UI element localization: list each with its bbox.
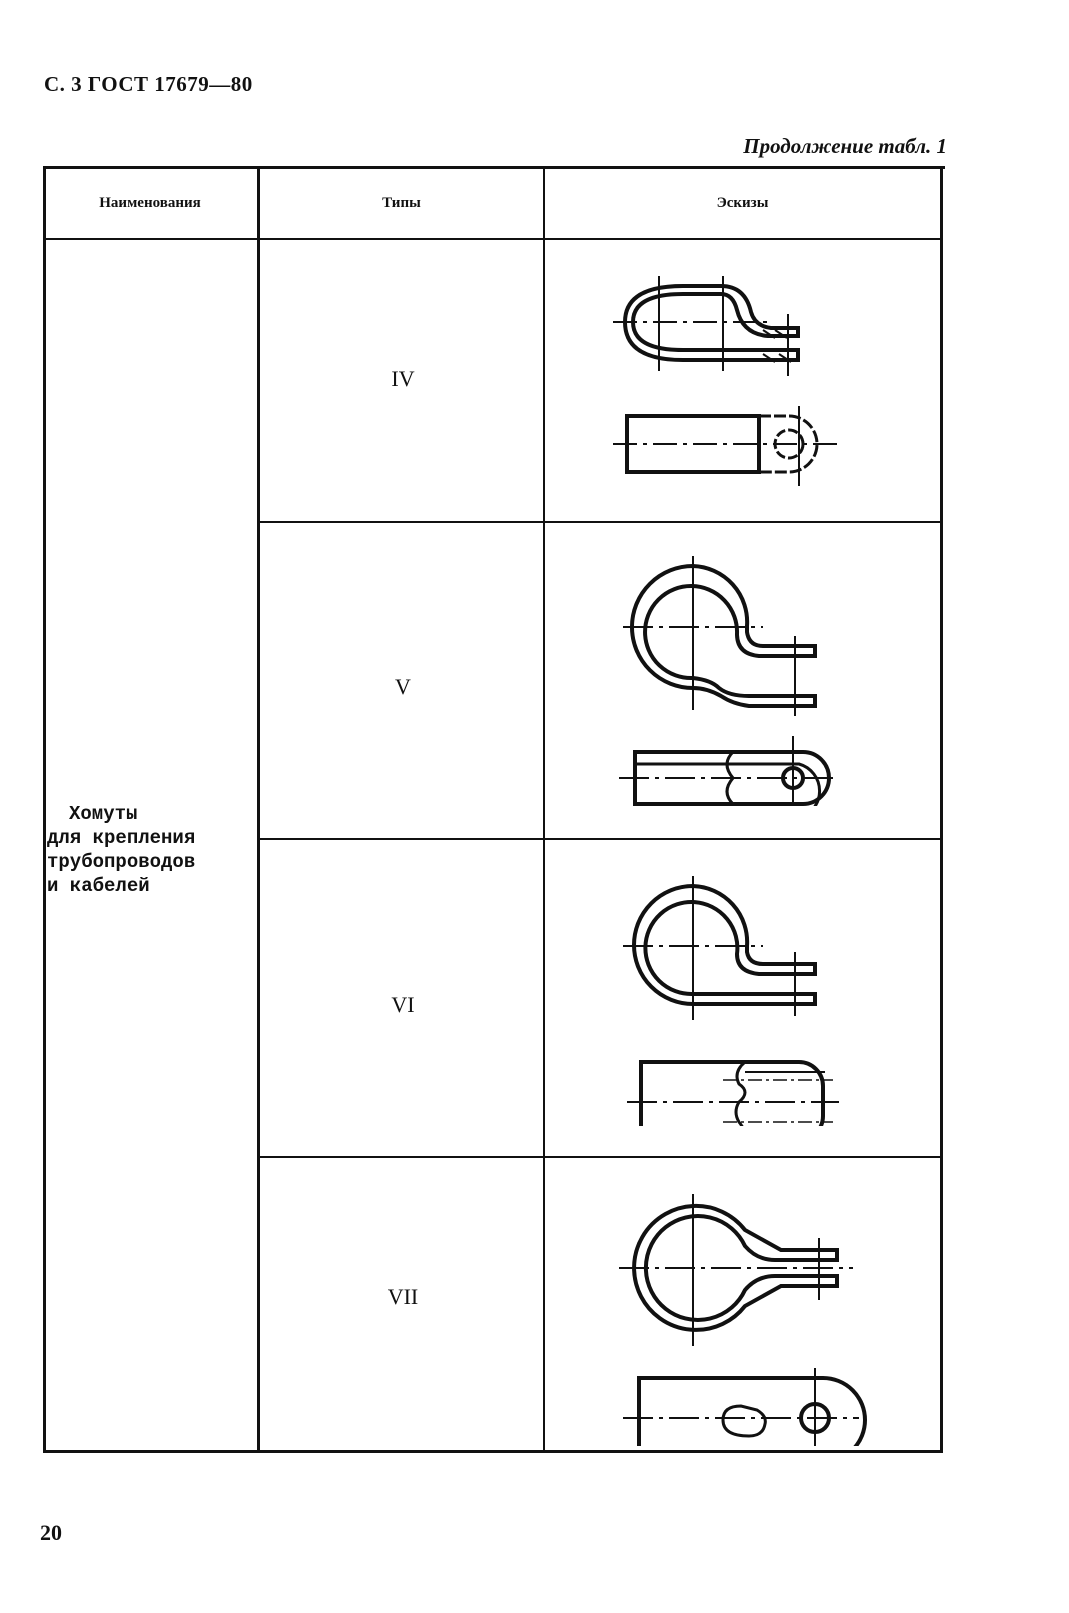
table-bottom-border [43,1450,943,1453]
table-top-border [43,166,945,169]
item-name-cell: Хомуты для крепления трубопроводов и каб… [47,802,195,898]
column-header-sketches: Эскизы [716,194,769,211]
type-label-vi: VI [391,992,415,1017]
header-bottom-border [43,238,943,240]
column-divider-2 [543,166,545,1453]
clamp-type-vii-sketch [619,1194,867,1446]
clamp-type-iv-sketch [613,276,843,486]
type-label-iv: IV [391,366,415,391]
item-name-line: для крепления [47,827,196,849]
table: Наименования Типы Эскизы Хомуты для креп… [43,166,945,1494]
table-continuation-label: Продолжение табл. 1 [743,134,947,158]
item-name-line: и кабелей [47,875,150,897]
clamp-type-v-sketch [619,556,835,806]
clamp-type-vi-sketch [623,876,839,1126]
page-number: 20 [40,1520,62,1545]
column-header-name: Наименования [99,194,201,211]
table-right-border [940,166,943,1453]
type-label-v: V [395,674,411,699]
table-left-border [43,166,46,1453]
item-name-line: Хомуты [69,803,138,825]
row-divider-2 [257,838,943,840]
type-label-vii: VII [387,1284,419,1309]
column-header-types: Типы [382,194,421,211]
item-name-line: трубопроводов [47,851,196,873]
page-header: С. 3 ГОСТ 17679—80 [44,72,253,96]
column-divider-1 [257,166,260,1453]
row-divider-1 [257,521,943,523]
row-divider-3 [257,1156,943,1158]
